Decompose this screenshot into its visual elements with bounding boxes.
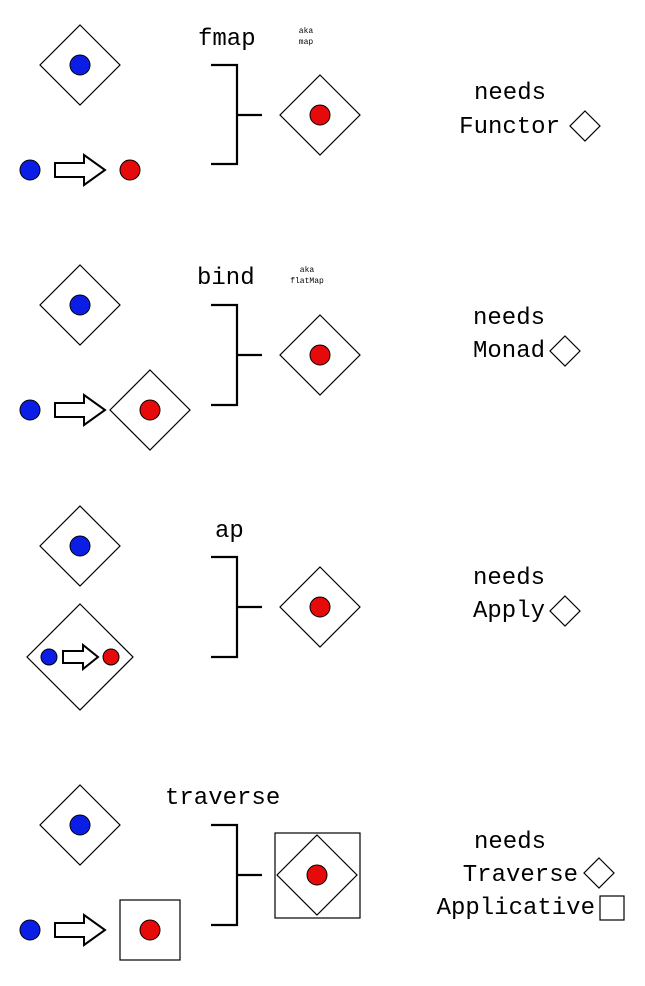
output-wrapped-red	[279, 314, 361, 396]
red-dot	[309, 104, 331, 126]
section-bind: bind aka flatMap needs Monad	[19, 264, 581, 451]
blue-dot	[69, 814, 91, 836]
function-arrow	[19, 153, 141, 187]
blue-dot	[69, 535, 91, 557]
diamond-icon	[39, 784, 121, 866]
red-dot	[102, 648, 120, 666]
diamond-icon	[39, 264, 121, 346]
blue-dot	[40, 648, 58, 666]
typeclass-name: Functor	[459, 114, 560, 141]
operation-label: ap	[215, 518, 244, 545]
diamond-icon	[549, 335, 581, 367]
diamond-icon	[39, 24, 121, 106]
aka-label: aka	[300, 266, 315, 275]
red-dot	[139, 399, 161, 421]
red-dot	[119, 159, 141, 181]
wrapped-function	[26, 603, 134, 711]
output-wrapped-red	[279, 74, 361, 156]
diamond-icon	[549, 595, 581, 627]
needs-label: needs	[473, 305, 545, 332]
red-dot	[309, 344, 331, 366]
section-ap: ap needs Apply	[26, 505, 581, 711]
red-dot	[306, 864, 328, 886]
input-wrapped-blue	[39, 24, 121, 106]
section-traverse: traverse needs Traverse Applicative	[19, 784, 625, 961]
diamond-icon	[39, 505, 121, 587]
typeclass-name: Traverse	[463, 862, 578, 889]
blue-dot	[19, 919, 41, 941]
bracket	[211, 303, 262, 407]
diamond-icon	[583, 857, 615, 889]
operation-label: traverse	[165, 785, 280, 812]
function-arrow	[19, 899, 181, 961]
red-dot	[309, 596, 331, 618]
blue-dot	[69, 54, 91, 76]
diamond-icon	[279, 74, 361, 156]
arrow-icon	[54, 153, 107, 187]
typeclass-name: Apply	[473, 598, 545, 625]
blue-dot	[69, 294, 91, 316]
diamond-icon	[276, 834, 358, 916]
red-dot	[139, 919, 161, 941]
arrow-icon	[54, 393, 107, 427]
output-wrapped-red	[274, 832, 361, 919]
aka-label: aka	[299, 27, 314, 36]
aka-value: map	[299, 38, 314, 47]
bracket	[211, 555, 262, 659]
output-wrapped-red	[279, 566, 361, 648]
typeclass-name: Applicative	[437, 895, 595, 922]
function-arrow	[19, 369, 191, 451]
operation-label: fmap	[198, 26, 256, 53]
square-icon	[119, 899, 181, 961]
diamond-icon	[279, 566, 361, 648]
input-wrapped-blue	[39, 264, 121, 346]
input-wrapped-blue	[39, 505, 121, 587]
square-icon	[274, 832, 361, 919]
blue-dot	[19, 159, 41, 181]
diamond-icon	[109, 369, 191, 451]
bracket	[211, 823, 262, 927]
typeclass-name: Monad	[473, 338, 545, 365]
bracket	[211, 63, 262, 166]
needs-label: needs	[474, 80, 546, 107]
section-fmap: fmap aka map needs Functor	[19, 24, 601, 187]
diamond-icon	[26, 603, 134, 711]
square-icon	[599, 895, 625, 921]
aka-value: flatMap	[290, 277, 324, 286]
operation-label: bind	[197, 265, 255, 292]
needs-label: needs	[473, 565, 545, 592]
diamond-icon	[279, 314, 361, 396]
arrow-icon	[54, 913, 107, 947]
needs-label: needs	[474, 829, 546, 856]
arrow-icon	[62, 642, 100, 672]
blue-dot	[19, 399, 41, 421]
diamond-icon	[569, 110, 601, 142]
input-wrapped-blue	[39, 784, 121, 866]
